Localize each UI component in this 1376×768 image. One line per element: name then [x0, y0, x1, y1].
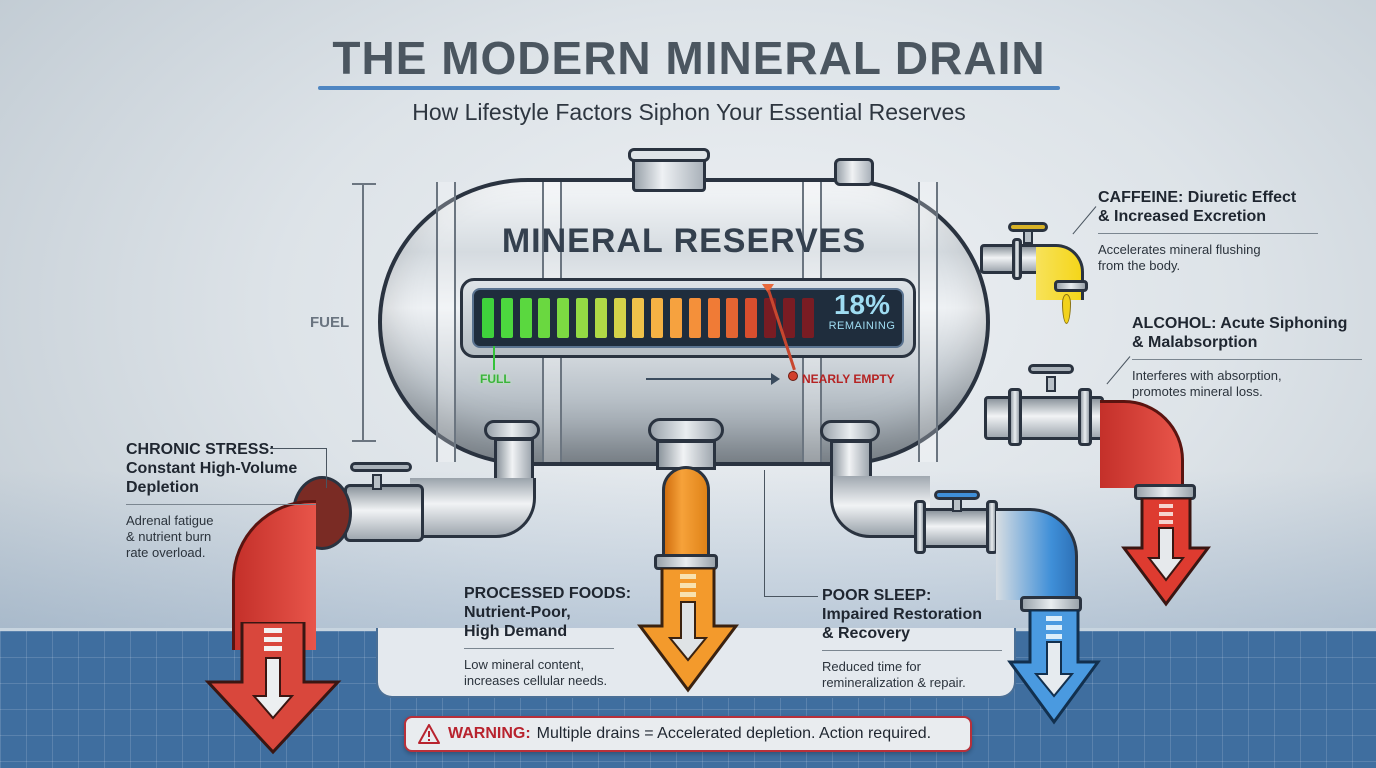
fuel-label: FUEL	[310, 314, 350, 331]
sleep-leader-line	[764, 596, 818, 597]
tank-hatch-cap	[628, 148, 710, 162]
stress-valve-handle-icon	[350, 462, 412, 472]
callout-divider	[1098, 233, 1318, 234]
depletion-direction-arrow-icon	[646, 373, 780, 385]
full-label: FULL	[480, 372, 511, 386]
foods-orange-flow	[662, 466, 710, 558]
gauge-readout: 18% REMAINING	[822, 289, 902, 333]
gauge-segment-empty	[782, 298, 795, 338]
gauge-segment-empty	[801, 298, 814, 338]
chronic-stress-description: Adrenal fatigue & nutrient burn rate ove…	[126, 513, 214, 560]
gauge-segment-lit	[707, 298, 720, 338]
alcohol-leader-line	[1106, 356, 1131, 385]
callout-processed-foods: PROCESSED FOODS: Nutrient-Poor, High Dem…	[464, 584, 644, 689]
fuel-dimension-tick-bottom	[352, 440, 376, 442]
sleep-leader-line-v	[764, 470, 765, 596]
sleep-elbow-pipe	[830, 476, 930, 538]
gauge-segment-lit	[669, 298, 682, 338]
callout-poor-sleep: POOR SLEEP: Impaired Restoration & Recov…	[822, 586, 1002, 691]
caffeine-drip-icon	[1062, 294, 1071, 324]
callout-divider	[822, 650, 1002, 651]
caffeine-heading: CAFFEINE: Diuretic Effect & Increased Ex…	[1098, 189, 1297, 225]
nearly-empty-label: NEARLY EMPTY	[802, 372, 895, 386]
gauge-segment-lit	[482, 298, 494, 338]
callout-divider	[464, 648, 614, 649]
stress-main-pipe	[344, 484, 424, 542]
sleep-outlet-flange	[820, 420, 880, 442]
alcohol-flange-2	[1078, 388, 1092, 446]
tank-vent	[834, 158, 874, 186]
poor-sleep-heading: POOR SLEEP: Impaired Restoration & Recov…	[822, 587, 983, 642]
alcohol-red-flow	[1100, 400, 1184, 488]
full-marker	[493, 346, 495, 370]
warning-banner: WARNING: Multiple drains = Accelerated d…	[404, 716, 972, 752]
callout-alcohol: ALCOHOL: Acute Siphoning & Malabsorption…	[1132, 314, 1362, 400]
caffeine-valve-handle-icon	[1008, 222, 1048, 232]
caffeine-spout-flange	[1054, 280, 1088, 292]
processed-foods-heading: PROCESSED FOODS: Nutrient-Poor, High Dem…	[464, 585, 632, 640]
gauge-segment-lit	[538, 298, 551, 338]
alcohol-heading: ALCOHOL: Acute Siphoning & Malabsorption	[1132, 315, 1348, 351]
reserve-gauge	[472, 288, 904, 348]
caffeine-pipe-flange	[1012, 238, 1022, 280]
gauge-segment-lit	[613, 298, 626, 338]
gauge-percent: 18%	[833, 289, 891, 320]
stress-valve-stem	[372, 474, 382, 490]
gauge-remaining-label: REMAINING	[828, 320, 896, 332]
warning-message: Multiple drains = Accelerated depletion.…	[536, 725, 932, 742]
gauge-segment-lit	[632, 298, 645, 338]
alcohol-valve-stem	[1046, 376, 1056, 392]
callout-divider	[126, 504, 316, 505]
alcohol-flange-1	[1008, 388, 1022, 446]
sleep-valve-handle-icon	[934, 490, 980, 500]
stress-outlet-flange	[484, 420, 540, 440]
sleep-outlet-pipe	[830, 440, 872, 480]
caffeine-description: Accelerates mineral flushing from the bo…	[1098, 242, 1261, 273]
alcohol-valve-handle-icon	[1028, 364, 1074, 374]
sleep-blue-elbow	[996, 508, 1078, 600]
stress-elbow-pipe	[410, 478, 536, 538]
warning-label: WARNING:	[448, 725, 531, 742]
gauge-segment-lit	[519, 298, 532, 338]
gauge-segment-lit	[500, 298, 513, 338]
caffeine-leader-line	[1072, 206, 1097, 235]
fuel-dimension-line	[362, 183, 364, 441]
gauge-segment-lit	[594, 298, 607, 338]
chronic-stress-heading: CHRONIC STRESS: Constant High-Volume Dep…	[126, 441, 298, 496]
stress-leader-line	[270, 448, 326, 449]
fuel-dimension-tick-top	[352, 183, 376, 185]
alcohol-down-arrow-icon	[1121, 498, 1211, 607]
caffeine-pipe	[980, 244, 1040, 274]
warning-triangle-icon	[418, 724, 440, 744]
gauge-marker-icon	[762, 284, 774, 293]
gauge-segment-lit	[557, 298, 570, 338]
gauge-segment-lit	[651, 298, 664, 338]
gauge-segment-lit	[688, 298, 701, 338]
tank-label: MINERAL RESERVES	[501, 222, 867, 260]
foods-outlet-flange	[648, 418, 724, 442]
stress-leader-line-v	[326, 448, 327, 488]
gauge-needle-pivot	[788, 371, 798, 381]
foods-down-arrow-icon	[637, 568, 739, 693]
page-subtitle: How Lifestyle Factors Siphon Your Essent…	[412, 99, 966, 125]
alcohol-description: Interferes with absorption, promotes min…	[1132, 368, 1282, 399]
page-title: THE MODERN MINERAL DRAIN	[332, 32, 1046, 84]
callout-chronic-stress: CHRONIC STRESS: Constant High-Volume Dep…	[126, 440, 316, 561]
gauge-segment-lit	[745, 298, 758, 338]
callout-caffeine: CAFFEINE: Diuretic Effect & Increased Ex…	[1098, 188, 1318, 274]
callout-divider	[1132, 359, 1362, 360]
title-underline	[318, 86, 1060, 90]
sleep-down-arrow-icon	[1007, 610, 1101, 725]
poor-sleep-description: Reduced time for remineralization & repa…	[822, 659, 966, 690]
processed-foods-description: Low mineral content, increases cellular …	[464, 657, 608, 688]
sleep-flange-1	[914, 500, 926, 554]
stress-down-arrow-icon	[204, 622, 342, 755]
gauge-segment-lit	[575, 298, 588, 338]
gauge-segment-lit	[726, 298, 739, 338]
